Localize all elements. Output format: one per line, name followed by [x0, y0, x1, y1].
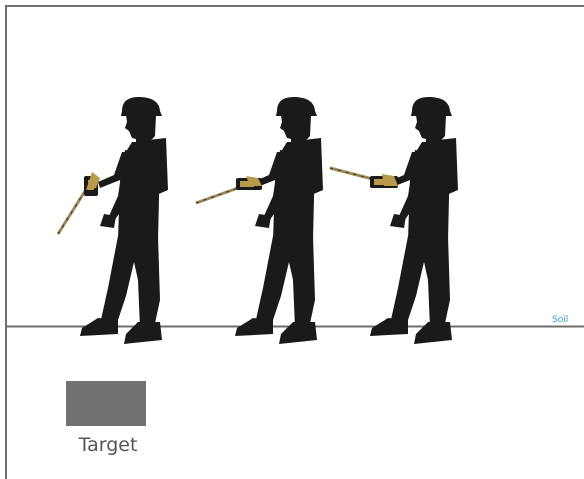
- target-box: [66, 381, 146, 426]
- person-silhouette: [80, 97, 168, 344]
- figure-1: [58, 97, 168, 344]
- figure-2: [196, 97, 323, 344]
- soil-label: Soil: [552, 315, 568, 325]
- metal-detector: [330, 168, 398, 188]
- target-label: Target: [68, 434, 148, 456]
- metal-detector: [58, 172, 100, 234]
- figure-3: [330, 97, 458, 344]
- person-silhouette: [235, 97, 323, 344]
- metal-detector: [196, 176, 262, 203]
- person-silhouette: [370, 97, 458, 344]
